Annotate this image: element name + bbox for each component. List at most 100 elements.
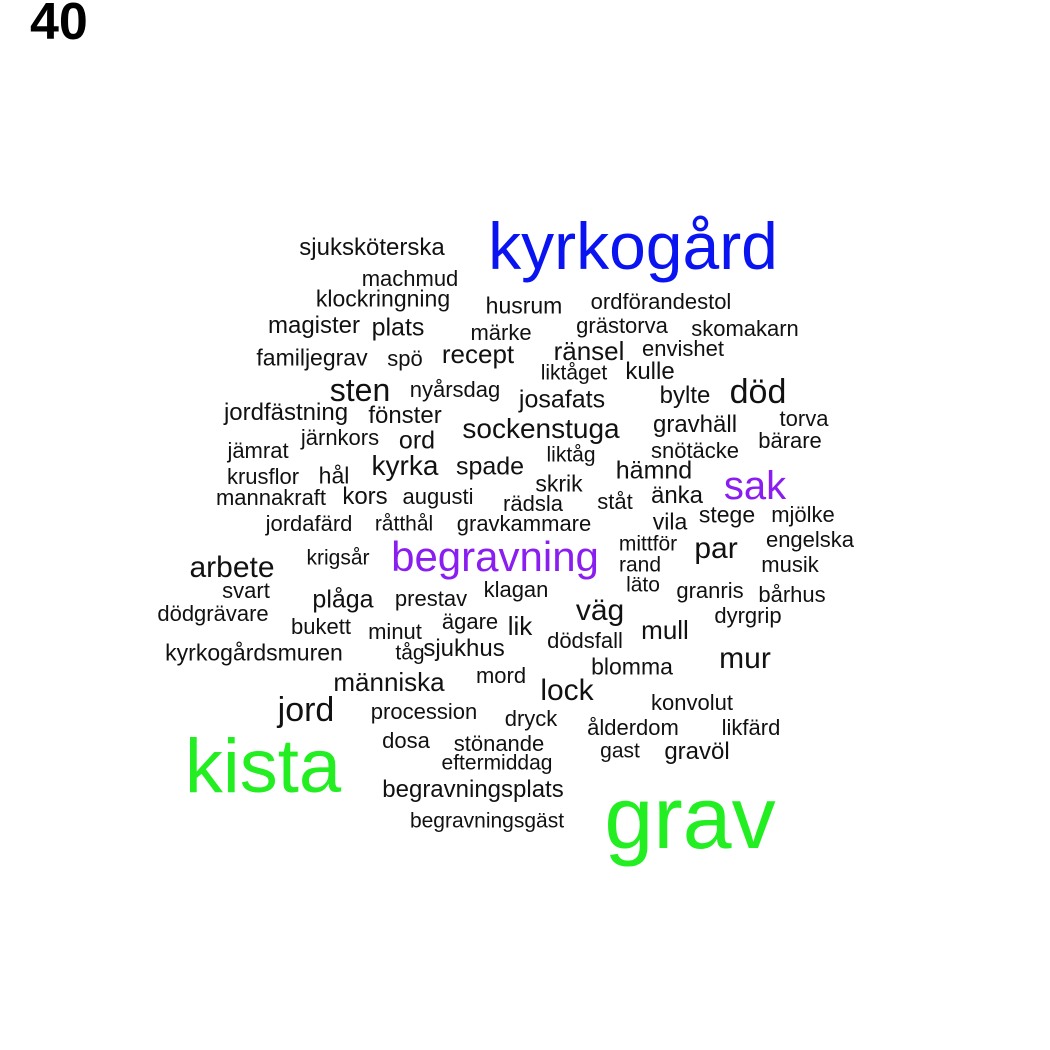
cloud-word: envishet (642, 336, 724, 361)
cloud-word: begravning (391, 533, 599, 580)
cloud-word: sak (723, 464, 787, 508)
cloud-word: gravkammare (456, 511, 592, 536)
cloud-word: änka (650, 482, 704, 509)
cloud-word: lik (507, 611, 533, 641)
cloud-word: snötäcke (650, 438, 740, 463)
cloud-word: par (694, 532, 738, 565)
cloud-word: spade (455, 452, 525, 481)
cloud-word: jord (277, 691, 335, 729)
cloud-word: liktåget (540, 361, 608, 385)
cloud-word: sockenstuga (462, 413, 620, 444)
cloud-word: rand (618, 553, 662, 577)
cloud-word: procession (370, 699, 478, 724)
cloud-word: eftermiddag (441, 751, 553, 775)
cloud-word: kista (184, 724, 342, 809)
cloud-word: husrum (485, 292, 563, 319)
cloud-word: granris (676, 578, 744, 603)
cloud-word: spö (387, 346, 423, 371)
cloud-word: nyårsdag (409, 377, 501, 402)
cloud-word: krigsår (306, 546, 370, 570)
cloud-word: jordafärd (265, 511, 353, 536)
cloud-word: människa (333, 667, 445, 697)
cloud-word: begravningsgäst (409, 809, 565, 833)
cloud-word: ägare (441, 609, 499, 634)
cloud-word: råtthål (374, 512, 434, 536)
cloud-word: svart (222, 578, 270, 603)
cloud-word: machmud (361, 266, 459, 291)
cloud-word: tåg (395, 641, 425, 665)
cloud-word: bärare (758, 428, 822, 453)
cloud-word: vila (652, 508, 688, 535)
cloud-word: mord (475, 663, 527, 688)
cloud-word: arbete (189, 551, 275, 584)
cloud-word: engelska (765, 527, 855, 552)
cloud-word: magister (267, 312, 361, 339)
cloud-word: mittför (618, 532, 678, 556)
cloud-word: jämrat (227, 438, 289, 463)
cloud-word: rädsla (503, 491, 563, 516)
cloud-word: prestav (394, 586, 468, 611)
cloud-word: klockringning (315, 285, 451, 312)
cloud-word: ord (398, 426, 436, 455)
cloud-word: klagan (483, 577, 549, 602)
cloud-word: bårhus (758, 582, 826, 607)
cloud-word: dödsfall (547, 628, 623, 653)
cloud-word: grästorva (576, 313, 668, 338)
cloud-word: liktåg (546, 443, 596, 467)
cloud-word: mull (641, 615, 689, 645)
cloud-word: kors (342, 483, 388, 510)
cloud-word: familjegrav (256, 344, 368, 371)
cloud-word: skrik (535, 470, 583, 497)
cloud-word: gravhäll (652, 411, 738, 438)
cloud-word: märke (470, 320, 532, 345)
cloud-word: stege (698, 501, 756, 528)
cloud-word: mur (719, 642, 771, 675)
cloud-word: väg (575, 594, 625, 627)
cloud-word: sjukhus (423, 635, 505, 662)
cloud-word: fönster (368, 402, 442, 429)
cloud-word: kyrkogårdsmuren (165, 639, 343, 666)
cloud-word: musik (761, 552, 819, 577)
page-number: 40 (30, 0, 88, 51)
cloud-word: dödgrävare (157, 601, 269, 626)
cloud-word: skomakarn (691, 316, 799, 341)
cloud-word: minut (368, 619, 422, 644)
cloud-word: läto (626, 573, 660, 597)
cloud-word: plåga (312, 585, 374, 614)
cloud-word: begravningsplats (382, 776, 564, 803)
cloud-word: sten (329, 372, 391, 408)
cloud-word: död (729, 373, 787, 411)
cloud-word: järnkors (300, 425, 380, 450)
cloud-word: krusflor (226, 464, 300, 489)
cloud-word: ålderdom (587, 715, 679, 740)
cloud-word: kyrka (371, 450, 439, 481)
cloud-word: ordförandestol (590, 289, 732, 314)
cloud-word: josafats (518, 385, 606, 414)
cloud-word: plats (371, 313, 425, 342)
cloud-word: ståt (597, 489, 633, 514)
cloud-word: hål (318, 462, 350, 489)
cloud-word: lock (540, 674, 594, 707)
cloud-word: bukett (291, 614, 351, 639)
cloud-word: dryck (504, 706, 558, 731)
cloud-word: mjölke (771, 502, 835, 527)
cloud-word: augusti (402, 484, 474, 509)
cloud-word: torva (779, 406, 829, 431)
cloud-word: stönande (453, 731, 545, 756)
cloud-word: gravöl (664, 738, 730, 765)
cloud-word: dyrgrip (714, 603, 782, 628)
cloud-word: mannakraft (215, 485, 327, 510)
cloud-word: kyrkogård (488, 209, 778, 283)
cloud-word: jordfästning (223, 399, 349, 426)
cloud-word: dosa (382, 728, 430, 753)
cloud-word: ränsel (553, 336, 625, 366)
cloud-word: gast (600, 739, 640, 763)
cloud-word: kulle (625, 358, 675, 385)
cloud-word: grav (604, 768, 776, 867)
cloud-word: recept (441, 339, 515, 369)
cloud-word: bylte (659, 382, 711, 409)
cloud-word: likfärd (721, 715, 781, 740)
cloud-word: konvolut (651, 690, 733, 715)
cloud-word: sjuksköterska (299, 234, 445, 261)
